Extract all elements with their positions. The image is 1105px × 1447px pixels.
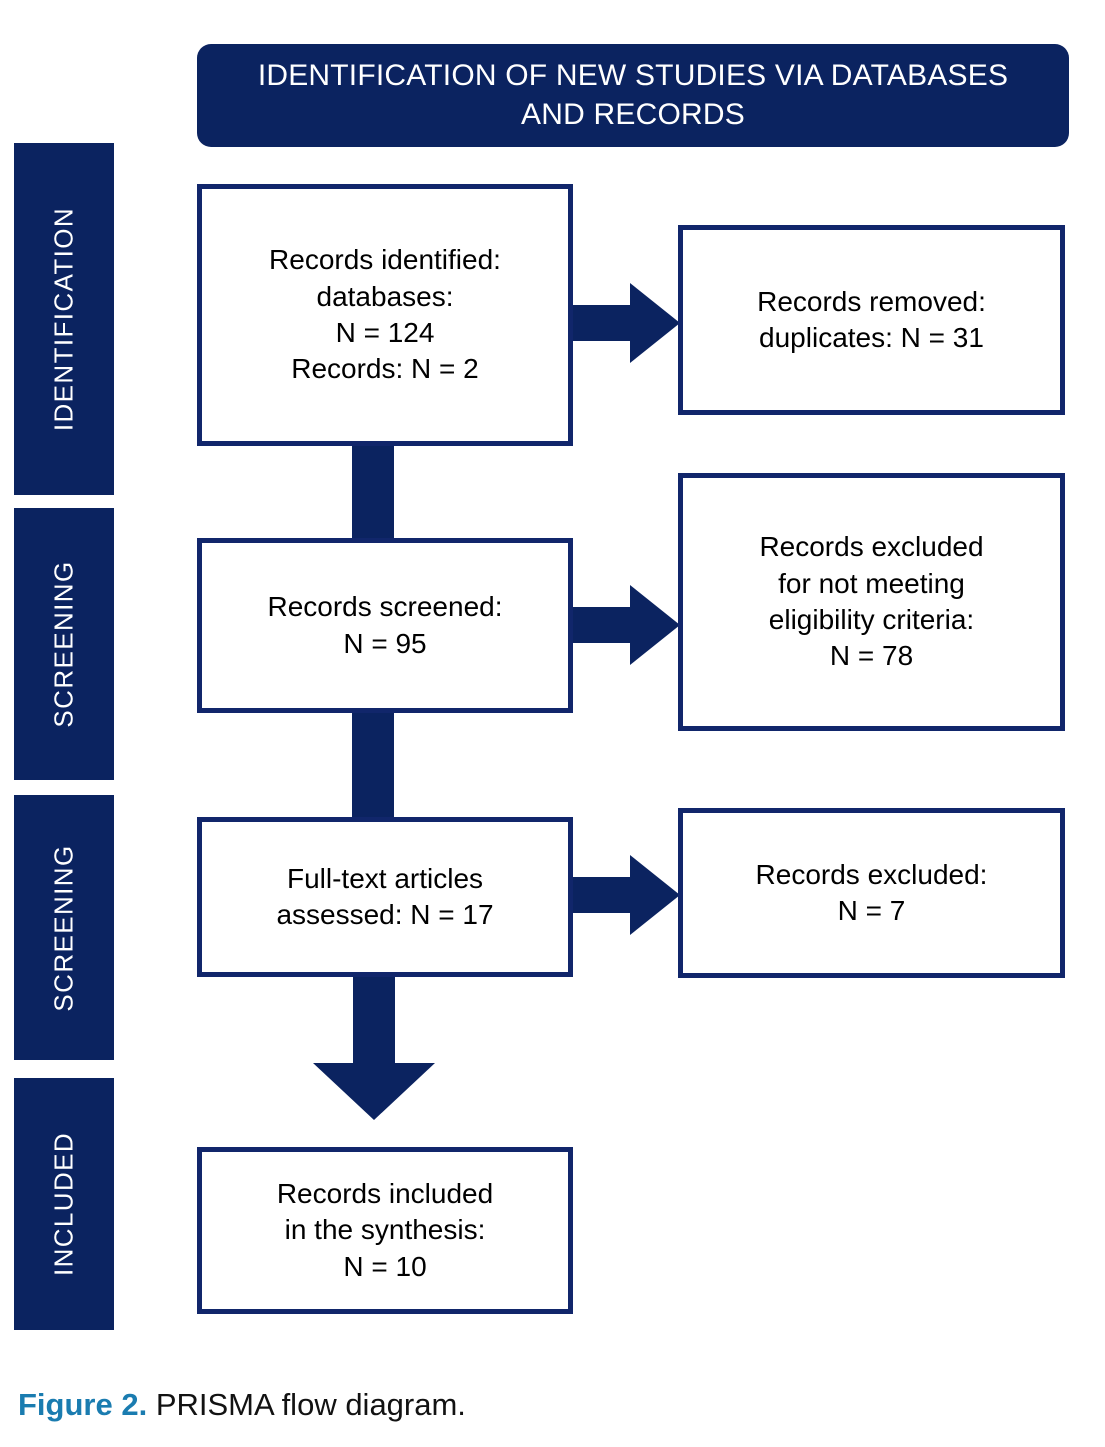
- box-records-excluded-text: Records excluded: N = 7: [755, 858, 988, 926]
- stage-label-screening-2: SCREENING: [48, 843, 79, 1012]
- box-fulltext-assessed-text: Full-text articles assessed: N = 17: [276, 862, 494, 930]
- box-records-identified: Records identified: databases: N = 124 R…: [197, 184, 573, 446]
- stage-label-included: INCLUDED: [48, 1131, 79, 1277]
- stage-label-screening-1: SCREENING: [48, 560, 79, 728]
- box-fulltext-assessed: Full-text articles assessed: N = 17: [197, 817, 573, 977]
- box-records-removed-text: Records removed: duplicates: N = 31: [757, 285, 986, 353]
- box-records-identified-text: Records identified: databases: N = 124 R…: [269, 244, 501, 385]
- arrow-fulltext-to-excluded: [568, 855, 680, 935]
- diagram-header-title: IDENTIFICATION OF NEW STUDIES VIA DATABA…: [257, 59, 1009, 131]
- arrow-identified-to-removed: [568, 283, 680, 363]
- box-records-excluded-eligibility-text: Records excluded for not meeting eligibi…: [759, 531, 984, 672]
- figure-caption-label: Figure 2.: [18, 1387, 148, 1422]
- box-records-removed: Records removed: duplicates: N = 31: [678, 225, 1065, 415]
- stage-bar-included: INCLUDED: [14, 1078, 114, 1330]
- figure-caption-text: PRISMA flow diagram.: [147, 1387, 466, 1422]
- box-records-included-text: Records included in the synthesis: N = 1…: [276, 1177, 494, 1282]
- diagram-header-banner: IDENTIFICATION OF NEW STUDIES VIA DATABA…: [197, 44, 1069, 147]
- stage-label-identification: IDENTIFICATION: [48, 206, 79, 432]
- box-records-excluded: Records excluded: N = 7: [678, 808, 1065, 978]
- stage-bar-screening-2: SCREENING: [14, 795, 114, 1060]
- box-records-included: Records included in the synthesis: N = 1…: [197, 1147, 573, 1314]
- box-records-screened: Records screened: N = 95: [197, 538, 573, 713]
- arrow-fulltext-to-included: [313, 975, 435, 1120]
- connector-identified-to-screened: [352, 444, 394, 540]
- stage-bar-screening-1: SCREENING: [14, 508, 114, 780]
- arrow-screened-to-excluded-eligibility: [568, 585, 680, 665]
- stage-bar-identification: IDENTIFICATION: [14, 143, 114, 495]
- box-records-screened-text: Records screened: N = 95: [267, 591, 503, 659]
- figure-caption: Figure 2. PRISMA flow diagram.: [18, 1386, 1018, 1425]
- box-records-excluded-eligibility: Records excluded for not meeting eligibi…: [678, 473, 1065, 731]
- connector-screened-to-fulltext: [352, 711, 394, 819]
